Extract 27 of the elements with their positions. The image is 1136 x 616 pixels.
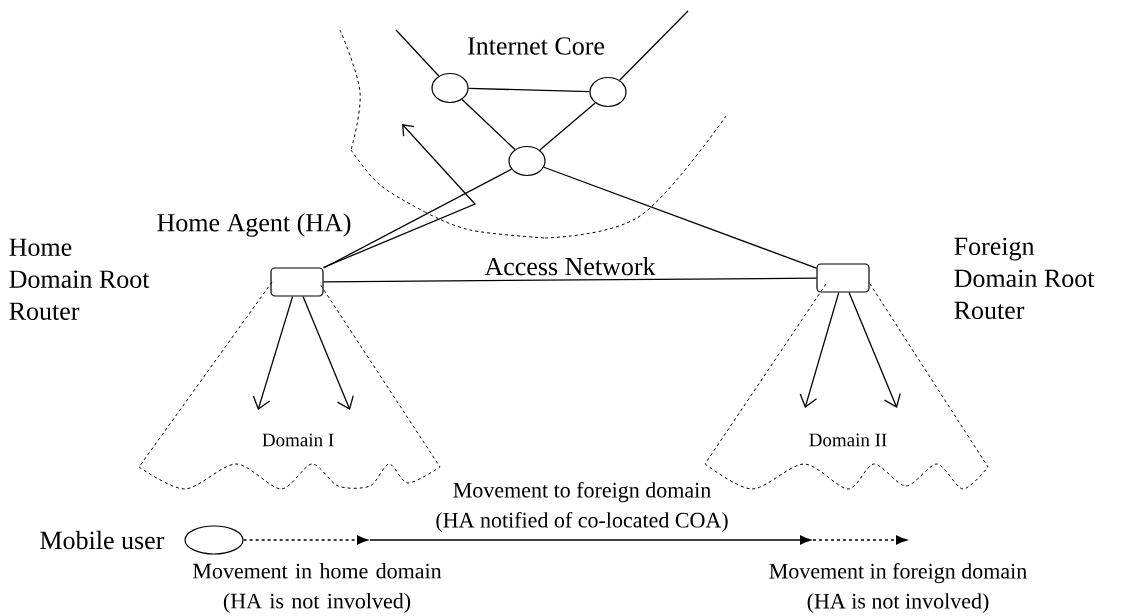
router-box [816, 263, 870, 293]
connector-line [619, 10, 689, 81]
text-label: Foreign Domain Root Router [954, 237, 1095, 320]
network-node [508, 145, 546, 177]
connector-line [395, 29, 440, 77]
text-label: Movement in home domain (HA is not involved) [193, 563, 442, 613]
connector-line [543, 166, 818, 269]
network-node [589, 76, 627, 108]
connector-line [322, 168, 513, 269]
tunnel-arrow [322, 124, 477, 269]
connector-line [467, 87, 591, 93]
network-node [431, 72, 469, 104]
connector-line [461, 98, 516, 151]
connector-line [539, 102, 596, 151]
arrow [848, 291, 901, 408]
network-node [184, 525, 244, 555]
arrow [252, 295, 294, 410]
edge-label: Access Network [483, 256, 657, 277]
connector-line [322, 277, 818, 283]
text-label: Movement in foreign domain (HA is not involved) [769, 562, 1027, 614]
movement-arrow [242, 535, 908, 545]
text-label: Internet Core [468, 37, 605, 55]
arrow [302, 295, 354, 410]
node-label: Home Agent (HA) [157, 213, 351, 237]
router-box [270, 267, 324, 297]
node-label: Mobile user [40, 530, 165, 550]
arrow [799, 291, 840, 408]
